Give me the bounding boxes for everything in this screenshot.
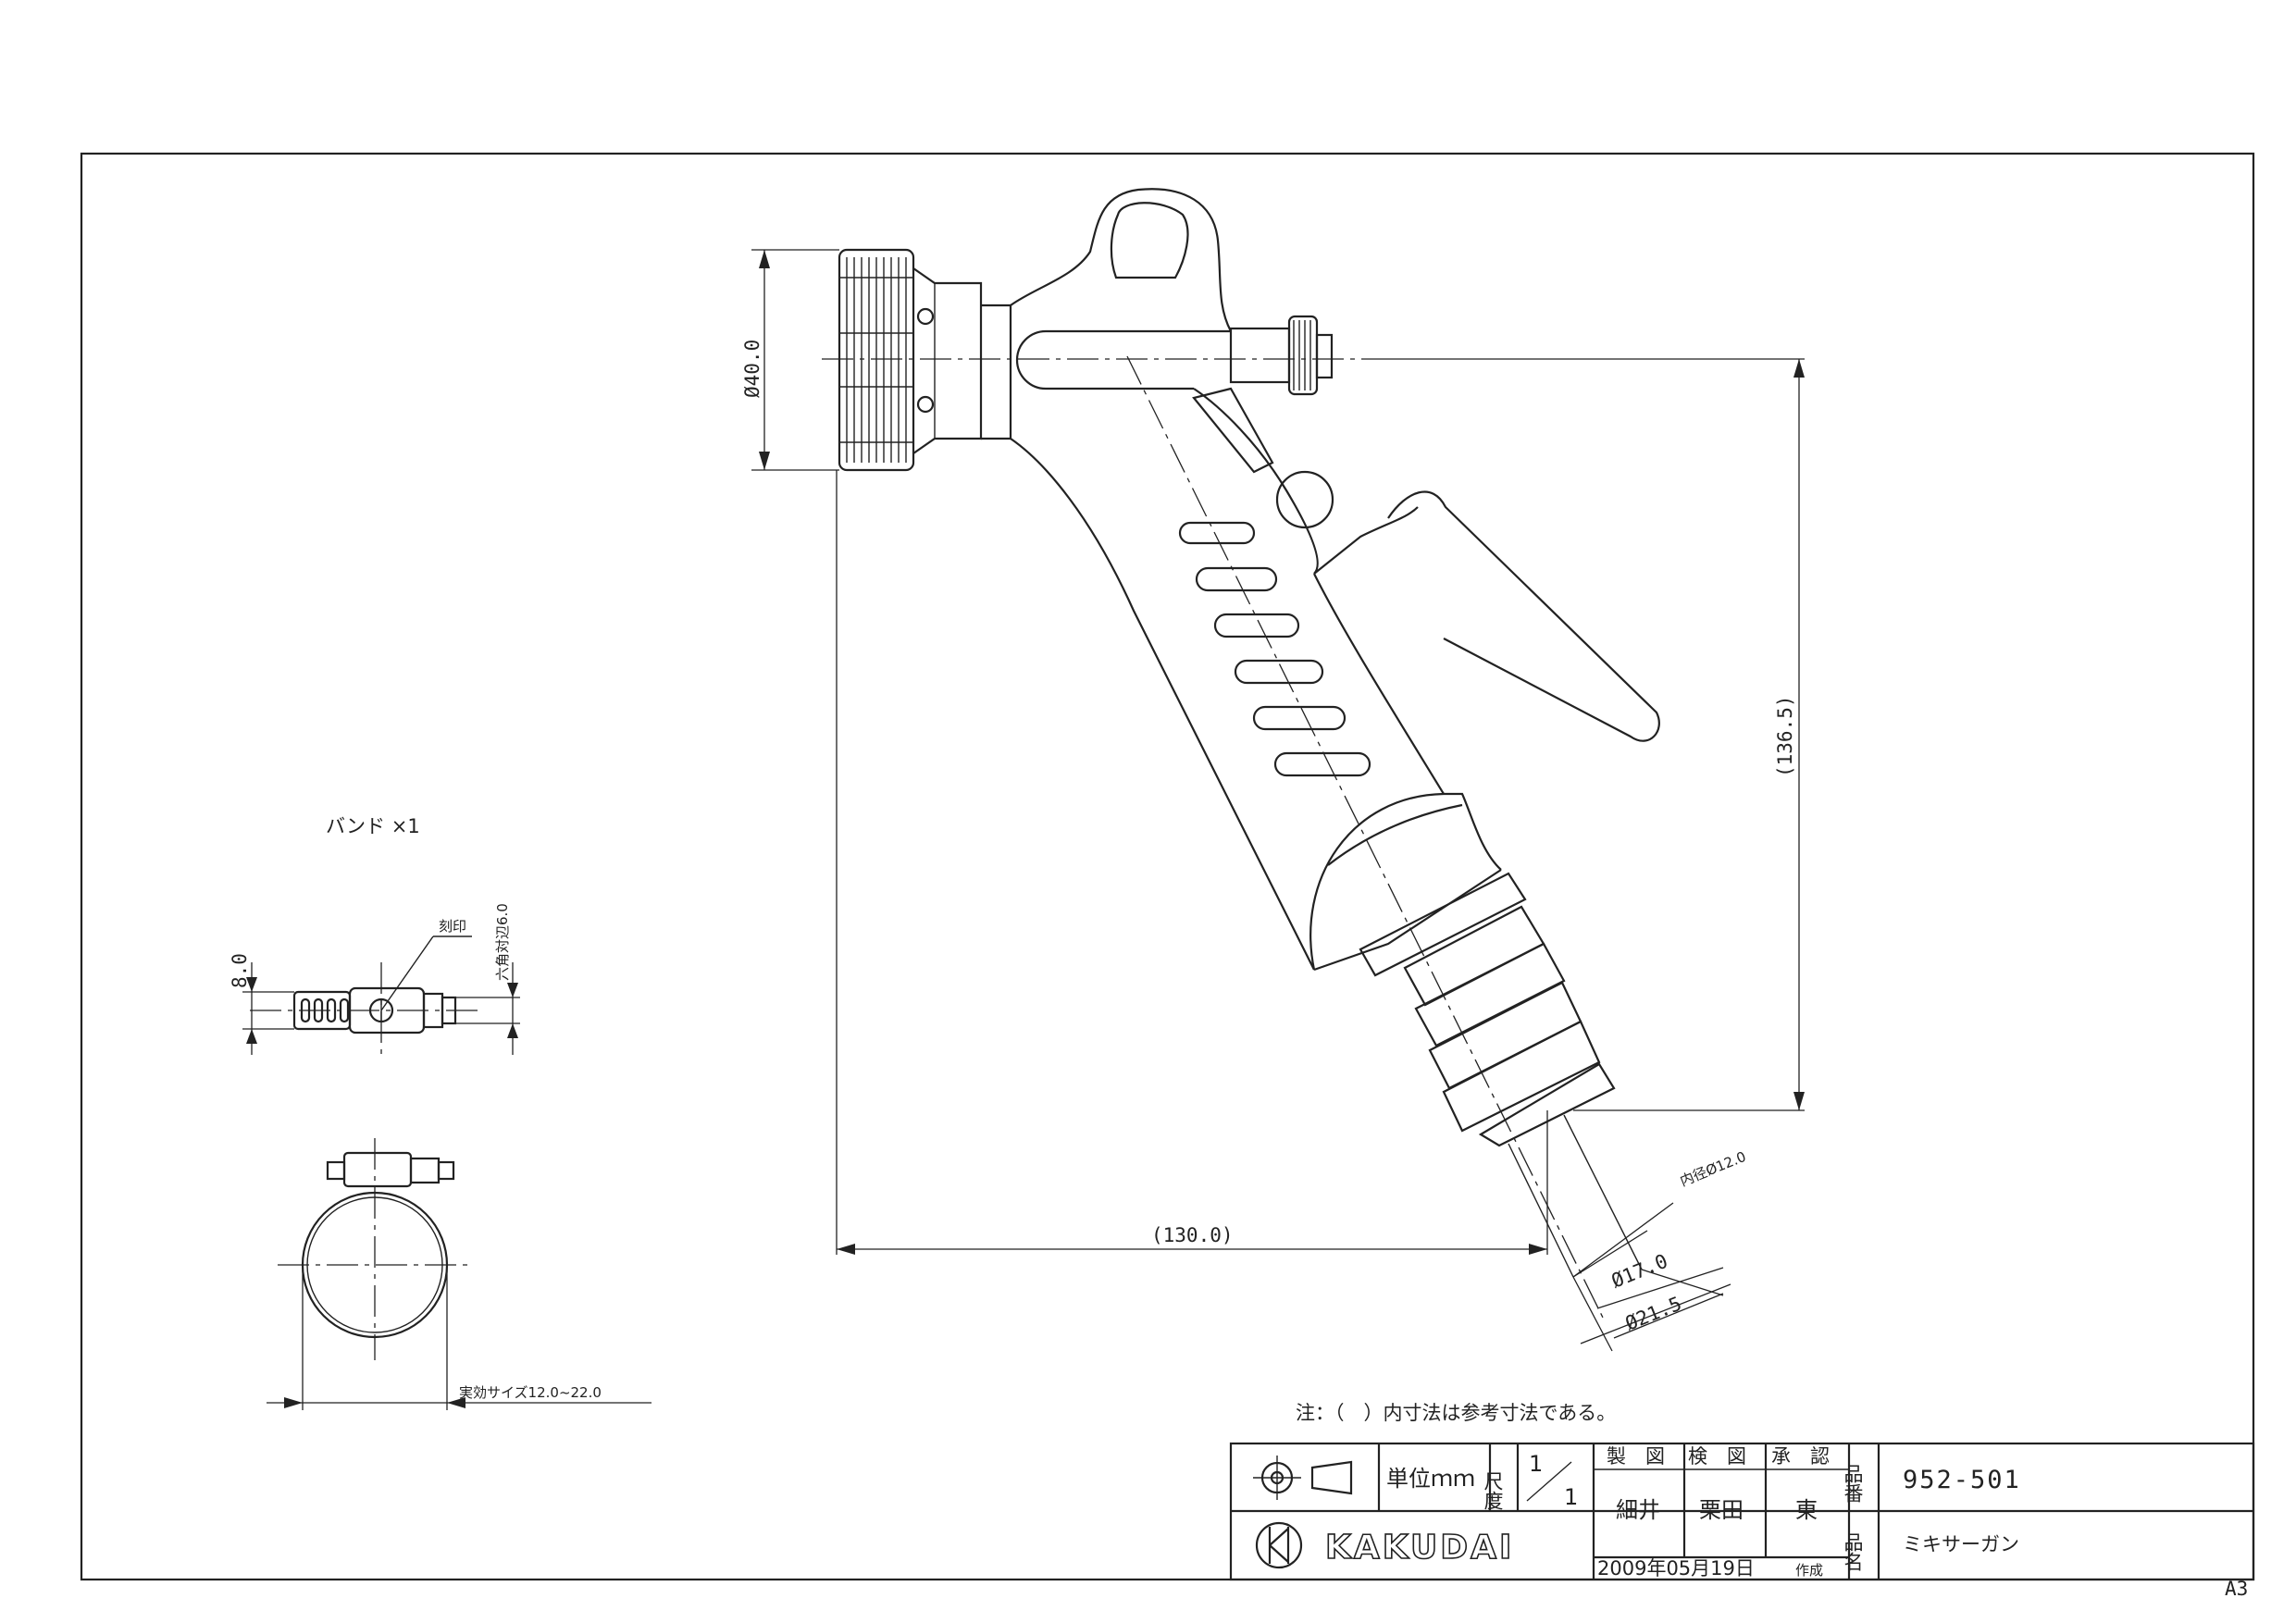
approved-by: 東: [1795, 1497, 1818, 1523]
dim-length: (130.0): [1151, 1224, 1234, 1246]
band-marking: 刻印: [439, 918, 466, 935]
creation-date: 2009年05月19日: [1597, 1557, 1755, 1580]
approved-label: 承 認: [1771, 1445, 1830, 1468]
scale-numerator: 1: [1529, 1451, 1543, 1477]
band-effective-size: 実効サイズ12.0~22.0: [459, 1384, 602, 1401]
scale-label: 尺度: [1482, 1471, 1504, 1510]
part-number: 952-501: [1903, 1466, 2021, 1494]
gun-dimensions: Ø40.0 (136.5) (130.0) 内径Ø12.0 Ø17.0 Ø21.…: [741, 249, 1805, 1352]
scale-denominator: 1: [1564, 1484, 1578, 1510]
unit-label: 単位ｍｍ: [1386, 1466, 1475, 1492]
title-block: 単位ｍｍ 尺度 1 1 製 図 検 図 承 認 細井 栗田 東 品番 952-5…: [1229, 1442, 2255, 1581]
band-title: バンド ×1: [326, 815, 420, 837]
dim-nut-diameter: Ø40.0: [741, 340, 763, 398]
band-views: バンド ×1 刻印 8.0 六角対辺6.0: [229, 815, 652, 1410]
band-width: 8.0: [229, 953, 251, 988]
product-name: ミキサーガン: [1903, 1533, 2019, 1555]
drawn-label: 製 図: [1607, 1445, 1665, 1468]
part-no-label: 品番: [1842, 1464, 1864, 1503]
sheet-size: A3: [2225, 1578, 2248, 1600]
checked-label: 検 図: [1688, 1445, 1746, 1468]
drawing-frame: [80, 152, 2255, 1581]
kakudai-logo: KAKUDAI: [1255, 1521, 1514, 1569]
mixer-gun-view: [822, 188, 1660, 1324]
reference-note: 注：（ ）内寸法は参考寸法である。: [1296, 1402, 1616, 1424]
company-name: KAKUDAI: [1325, 1529, 1514, 1567]
checked-by: 栗田: [1699, 1497, 1744, 1523]
dim-hose-od-large: Ø21.5: [1622, 1293, 1685, 1335]
band-hex: 六角対辺6.0: [494, 903, 511, 981]
dim-height: (136.5): [1774, 695, 1796, 777]
dim-inner-diameter: 内径Ø12.0: [1678, 1148, 1748, 1190]
dim-hose-od-small: Ø17.0: [1608, 1250, 1671, 1293]
drawn-by: 細井: [1616, 1497, 1660, 1523]
name-label: 品名: [1842, 1532, 1864, 1571]
created-label: 作成: [1795, 1562, 1823, 1579]
